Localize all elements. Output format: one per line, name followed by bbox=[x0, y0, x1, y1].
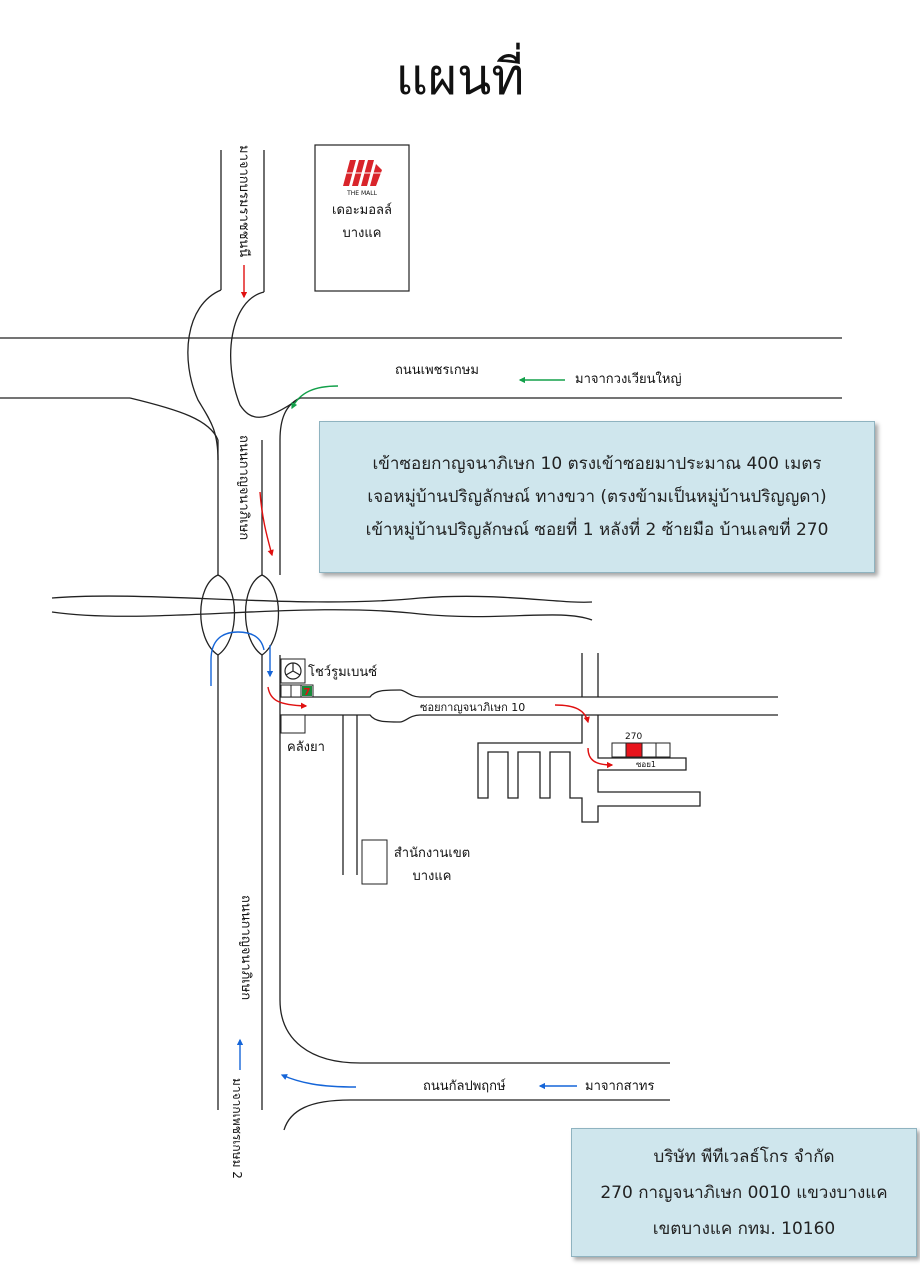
benz-showroom-label: โชว์รูมเบนซ์ bbox=[308, 664, 377, 680]
green-turn-arrow-icon bbox=[291, 385, 339, 410]
soi-1-label: ซอย1 bbox=[636, 760, 656, 769]
directions-box: เข้าซอยกาญจนาภิเษก 10 ตรงเข้าซอยมาประมาณ… bbox=[319, 421, 875, 573]
expressway-north-edge bbox=[51, 595, 593, 603]
phetkasem-road-label: ถนนเพชรเกษม bbox=[395, 363, 479, 378]
directions-line-1: เข้าซอยกาญจนาภิเษก 10 ตรงเข้าซอยมาประมาณ… bbox=[372, 453, 822, 474]
kanlapaphruek-road-label: ถนนกัลปพฤกษ์ bbox=[423, 1078, 506, 1094]
target-house-row: 270 ซอย1 bbox=[611, 732, 671, 769]
the-mall-logo bbox=[343, 160, 382, 186]
district-office: สำนักงานเขต บางแค bbox=[361, 839, 470, 885]
the-mall-logo-text: THE MALL bbox=[346, 190, 377, 197]
red-turn-to-house-icon bbox=[587, 747, 614, 769]
warehouse-label: คลังยา bbox=[287, 740, 325, 755]
warehouse: คลังยา bbox=[280, 714, 325, 755]
district-office-line1: สำนักงานเขต bbox=[394, 846, 470, 861]
company-name: บริษัท พีทีเวลธ์โกร จำกัด bbox=[653, 1146, 835, 1167]
svg-text:7: 7 bbox=[304, 687, 311, 698]
road-network bbox=[0, 150, 842, 1131]
house-number-label: 270 bbox=[625, 732, 642, 742]
soi-kanchanaphisek-label: ซอยกาญจนาภิเษก 10 bbox=[420, 701, 525, 714]
shop-row: 7 bbox=[280, 684, 314, 698]
red-arrow-down-icon bbox=[259, 491, 274, 557]
the-mall-name: เดอะมอลล์ bbox=[332, 202, 392, 218]
kanchanaphisek-upper-label: ถนนกาญจนาภิเษก bbox=[236, 435, 251, 540]
company-info-box: บริษัท พีทีเวลธ์โกร จำกัด 270 กาญจนาภิเษ… bbox=[571, 1128, 917, 1257]
from-borom-label: มาจากบรมราชชนนี bbox=[236, 145, 252, 257]
mercedes-benz-icon bbox=[284, 662, 302, 680]
map-title: แผนที่ bbox=[395, 48, 525, 106]
expressway-south-edge bbox=[51, 609, 593, 621]
directions-line-3: เข้าหมู่บ้านปริญลักษณ์ ซอยที่ 1 หลังที่ … bbox=[365, 519, 829, 540]
company-address-line-2: เขตบางแค กทม. 10160 bbox=[652, 1218, 836, 1239]
from-wongwian-label: มาจากวงเวียนใหญ่ bbox=[575, 371, 682, 387]
from-sathorn-label: มาจากสาทร bbox=[585, 1079, 654, 1094]
route-arrows bbox=[210, 265, 614, 1090]
red-turn-into-village-icon bbox=[554, 704, 590, 724]
target-house bbox=[625, 742, 643, 758]
the-mall-building: THE MALL เดอะมอลล์ บางแค bbox=[314, 144, 410, 292]
seven-eleven-icon: 7 bbox=[302, 686, 312, 698]
from-phetkasem2-label: มาจากเพชรเกษม 2 bbox=[230, 1078, 244, 1179]
benz-showroom: โชว์รูมเบนซ์ bbox=[280, 658, 377, 684]
soi-kanchanaphisek-south-edge bbox=[280, 714, 778, 723]
directions-line-2: เจอหมู่บ้านปริญลักษณ์ ทางขวา (ตรงข้ามเป็… bbox=[367, 486, 827, 507]
company-address-line-1: 270 กาญจนาภิเษก 0010 แขวงบางแค bbox=[600, 1182, 888, 1203]
upper-overpass-left bbox=[187, 289, 222, 461]
blue-uturn-arrow-icon bbox=[210, 631, 265, 686]
red-turn-into-soi-icon bbox=[267, 686, 308, 709]
district-office-line2: บางแค bbox=[413, 869, 452, 884]
blue-arrow-west-curve-icon bbox=[280, 1074, 357, 1088]
the-mall-branch: บางแค bbox=[343, 226, 382, 241]
kanchanaphisek-lower-label: ถนนกาญจนาภิเษก bbox=[238, 895, 253, 1000]
soi-kanchanaphisek-north-edge bbox=[280, 689, 778, 698]
